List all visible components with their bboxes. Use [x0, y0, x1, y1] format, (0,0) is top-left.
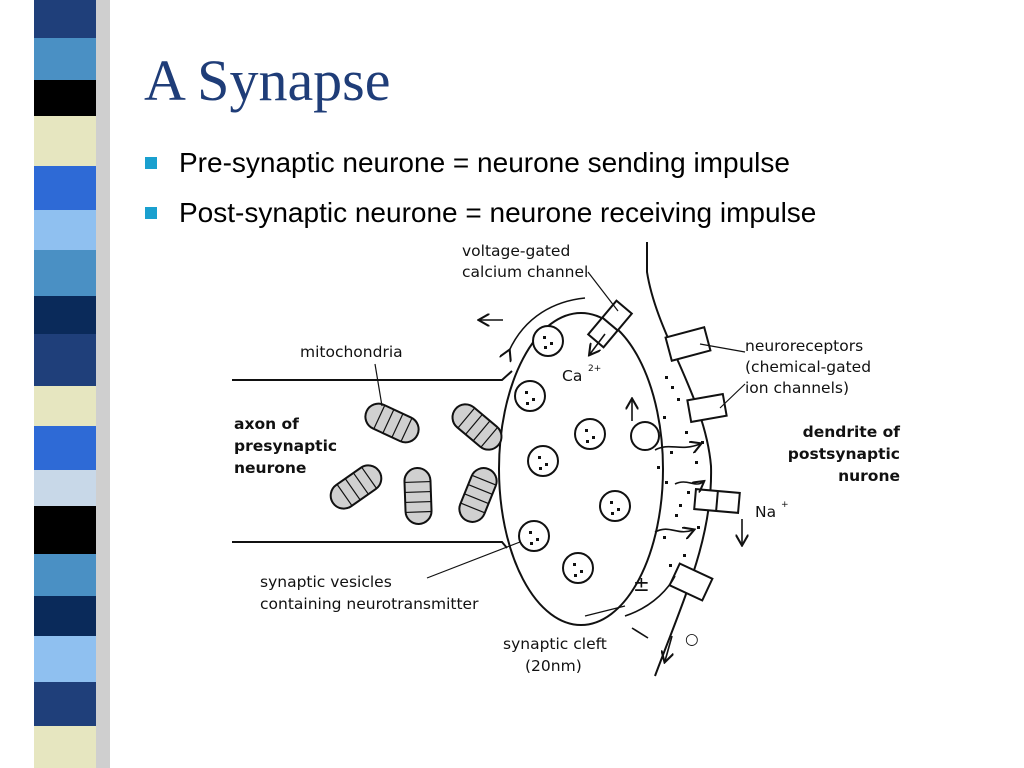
vesicles-label: synaptic vesicles: [260, 573, 392, 591]
neuroreceptors-label: (chemical-gated: [745, 358, 871, 376]
sodium-channel: [693, 488, 741, 514]
stripe-block: [34, 116, 96, 166]
charge-symbol: ±: [633, 572, 650, 596]
stripe-block: [34, 726, 96, 768]
presynaptic-terminal: [498, 312, 664, 626]
stripe-block: [34, 386, 96, 426]
bullet-item: Pre-synaptic neurone = neurone sending i…: [142, 138, 816, 188]
stripe-block: [34, 636, 96, 682]
channels: [586, 299, 741, 602]
axon-label: axon of: [234, 415, 299, 433]
bullet-text: Post-synaptic neurone = neurone receivin…: [179, 197, 817, 228]
stripe-block: [34, 0, 96, 38]
leader-lines: [374, 271, 746, 617]
bullet-marker: [145, 207, 157, 219]
calcium-charge-label: 2+: [588, 364, 601, 374]
sodium-charge-label: +: [781, 500, 789, 510]
synapse-diagram: voltage-gated calcium channel mitochondr…: [232, 242, 901, 677]
axon-outline: [232, 370, 513, 549]
dendrite-label: dendrite of: [803, 423, 901, 441]
synaptic-vesicles: [514, 325, 660, 584]
bullet-text: Pre-synaptic neurone = neurone sending i…: [179, 147, 790, 178]
stripe-block: [34, 596, 96, 636]
axon-label: presynaptic: [234, 437, 337, 455]
sodium-ion-label: Na: [755, 503, 776, 521]
neuroreceptor-middle: [686, 392, 728, 424]
bullet-list: Pre-synaptic neurone = neurone sending i…: [142, 138, 816, 238]
stripe-block: [34, 80, 96, 116]
calcium-channel-label: calcium channel: [462, 263, 588, 281]
postsynaptic-membrane: [646, 242, 713, 677]
synaptic-cleft-label: (20nm): [525, 657, 582, 675]
calcium-channel: [586, 299, 634, 349]
stripe-shadow: [96, 0, 110, 768]
mitochondria-group: [329, 402, 503, 525]
decorative-stripe: [34, 0, 110, 768]
stripe-block: [34, 210, 96, 250]
stripe-block: [34, 554, 96, 596]
slide-title: A Synapse: [144, 48, 391, 113]
calcium-channel-label: voltage-gated: [462, 242, 570, 260]
arrows: [480, 297, 742, 661]
axon-label: neurone: [234, 459, 306, 477]
mitochondria-label: mitochondria: [300, 343, 403, 361]
calcium-ion-label: Ca: [562, 367, 582, 385]
stripe-block: [34, 426, 96, 470]
bullet-marker: [145, 157, 157, 169]
stripe-block: [34, 682, 96, 726]
stripe-block: [34, 296, 96, 334]
dendrite-label: nurone: [838, 467, 900, 485]
vesicles-label: containing neurotransmitter: [260, 595, 479, 613]
neuroreceptor-top: [664, 326, 712, 362]
synaptic-cleft-label: synaptic cleft: [503, 635, 607, 653]
neuroreceptor-bottom: [668, 562, 714, 602]
stripe-block: [34, 470, 96, 506]
small-circle-symbol: ○: [685, 630, 699, 648]
vesicle-contents: [525, 336, 620, 577]
dendrite-label: postsynaptic: [788, 445, 900, 463]
bullet-item: Post-synaptic neurone = neurone receivin…: [142, 188, 816, 238]
stripe-block: [34, 38, 96, 80]
stripe-block: [34, 506, 96, 554]
stripe-block: [34, 166, 96, 210]
stripe-block: [34, 334, 96, 386]
neuroreceptors-label: neuroreceptors: [745, 337, 863, 355]
stripe-block: [34, 250, 96, 296]
neuroreceptors-label: ion channels): [745, 379, 849, 397]
